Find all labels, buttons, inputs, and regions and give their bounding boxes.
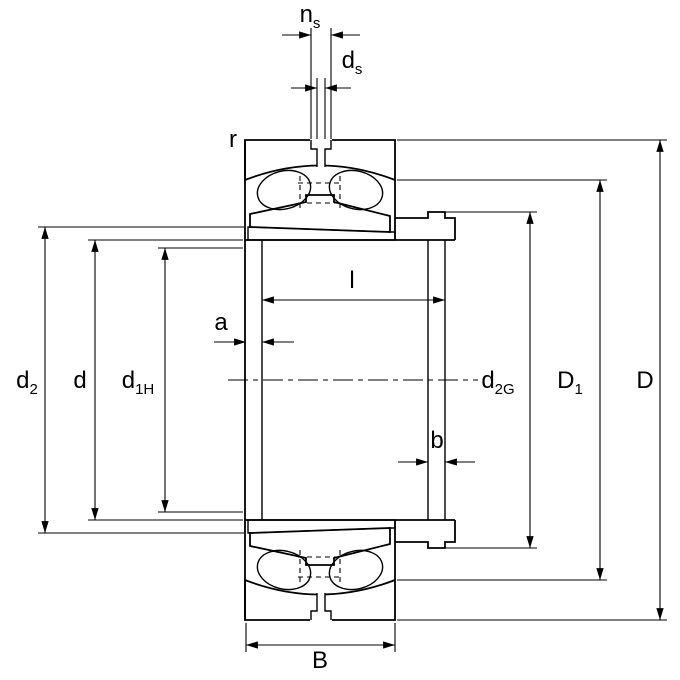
dim-label-d1H: d1H bbox=[122, 367, 155, 398]
dim-label-ds: ds bbox=[342, 47, 363, 78]
outer-ring-top-section bbox=[244, 139, 396, 182]
ext-lines-d2G bbox=[446, 211, 537, 549]
inner-ring-bottom bbox=[249, 527, 391, 566]
ext-lines-D bbox=[397, 139, 667, 621]
dim-label-D: D bbox=[636, 367, 653, 394]
dim-label-l: l bbox=[349, 267, 354, 294]
ext-lines-ds bbox=[316, 78, 326, 139]
ext-lines-ns bbox=[310, 28, 332, 139]
lube-feature-top-outline bbox=[310, 140, 332, 167]
lube-hole-top-mask bbox=[316, 149, 326, 167]
outer-ring-bottom bbox=[244, 578, 396, 622]
dim-label-d2: d2 bbox=[16, 367, 38, 398]
adapter-sleeve-top-section bbox=[247, 226, 396, 241]
cage-bottom-dashed bbox=[298, 550, 342, 584]
ext-lines-d1H bbox=[158, 247, 243, 513]
dim-label-d2G: d2G bbox=[481, 367, 514, 398]
lock-nut-top-outline bbox=[395, 211, 456, 240]
adapter-sleeve-bottom-section bbox=[247, 519, 396, 534]
inner-ring-top-section bbox=[249, 194, 391, 233]
inner-ring-top bbox=[249, 194, 391, 233]
dim-label-B: B bbox=[312, 647, 328, 674]
lube-feature-bottom-outline bbox=[310, 593, 332, 620]
outer-ring-top bbox=[244, 138, 396, 182]
ext-lines-d2 bbox=[38, 226, 244, 534]
lube-groove-bottom-mask bbox=[310, 610, 332, 622]
bore-lines bbox=[245, 239, 455, 521]
lube-groove-top-mask bbox=[310, 138, 332, 150]
dim-label-ns: ns bbox=[300, 1, 321, 32]
dim-label-b: b bbox=[430, 427, 443, 454]
dim-label-r: r bbox=[229, 126, 237, 153]
cage-top-dashed bbox=[298, 176, 342, 210]
ext-lines-d bbox=[88, 239, 243, 521]
ext-lines-D1 bbox=[397, 179, 607, 581]
dim-label-d: d bbox=[73, 367, 86, 394]
outer-ring-bottom-section bbox=[244, 578, 396, 621]
inner-ring-bottom-section bbox=[249, 527, 391, 566]
lock-nut-bottom-outline bbox=[395, 520, 456, 549]
lube-hole-bottom-mask bbox=[316, 593, 326, 611]
dim-label-a: a bbox=[214, 309, 228, 336]
dim-label-D1: D1 bbox=[557, 367, 583, 398]
